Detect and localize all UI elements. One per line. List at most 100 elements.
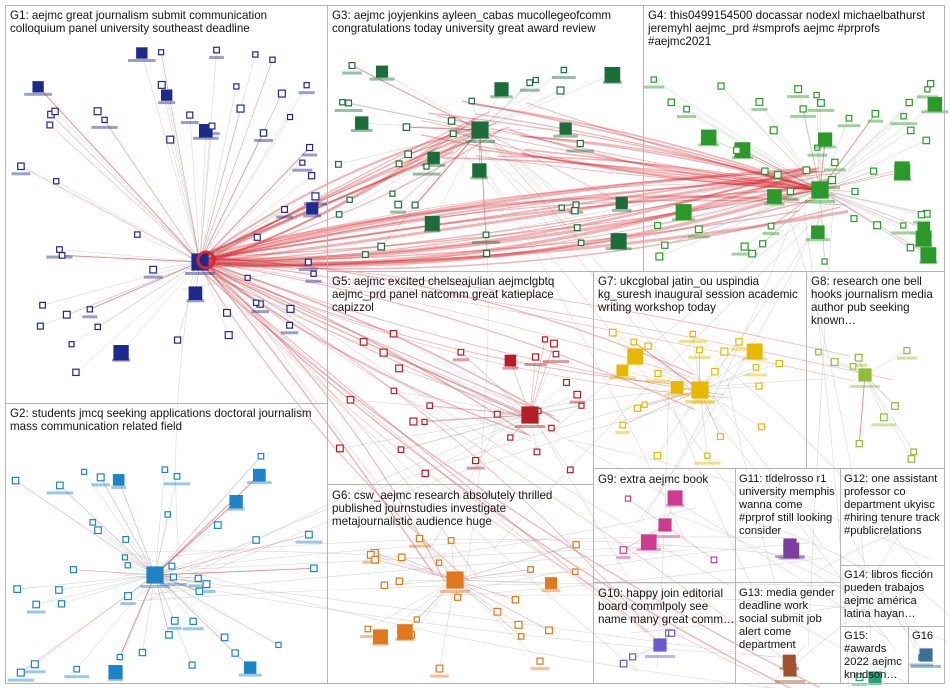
group-node bbox=[906, 126, 915, 135]
group-node bbox=[373, 629, 388, 645]
group-node bbox=[610, 233, 627, 250]
group-edge bbox=[83, 471, 156, 576]
node-label bbox=[913, 220, 930, 224]
group-edge bbox=[73, 569, 156, 576]
group-node bbox=[573, 224, 581, 232]
group-node bbox=[545, 577, 558, 590]
inter-group-edge bbox=[526, 102, 821, 191]
node-label bbox=[694, 461, 721, 465]
group-node bbox=[903, 347, 911, 355]
node-label bbox=[421, 163, 446, 167]
node-label bbox=[677, 115, 697, 119]
group-node bbox=[845, 114, 853, 122]
group-node bbox=[566, 466, 574, 474]
group-edge bbox=[199, 86, 237, 263]
group-node bbox=[415, 534, 424, 543]
group-node bbox=[307, 172, 316, 180]
group-node bbox=[311, 192, 320, 201]
group-node bbox=[577, 239, 585, 247]
hub-node bbox=[446, 571, 464, 589]
inter-group-edge bbox=[204, 199, 847, 262]
group-node bbox=[850, 215, 858, 223]
group-panel-g7 bbox=[593, 271, 807, 469]
group-node bbox=[572, 541, 580, 549]
group-node bbox=[767, 222, 775, 230]
inter-group-edge bbox=[200, 126, 465, 259]
group-node bbox=[51, 107, 59, 116]
group-node bbox=[640, 534, 657, 550]
group-node bbox=[169, 573, 178, 581]
group-node bbox=[716, 433, 724, 441]
group-node bbox=[655, 252, 664, 261]
group-node bbox=[149, 265, 158, 274]
inter-group-edge bbox=[202, 180, 835, 268]
group-node bbox=[339, 99, 346, 106]
node-label bbox=[787, 95, 810, 99]
node-label bbox=[530, 667, 550, 671]
group-panel-g12 bbox=[840, 468, 945, 566]
group-edge bbox=[819, 102, 910, 191]
node-label bbox=[893, 174, 911, 178]
hub-node-label bbox=[515, 425, 545, 428]
node-label bbox=[452, 358, 469, 362]
group-node bbox=[427, 151, 440, 165]
inter-group-edge bbox=[204, 264, 668, 648]
node-label bbox=[744, 373, 768, 377]
node-label bbox=[665, 503, 685, 507]
group-node bbox=[689, 330, 697, 338]
group-node bbox=[161, 466, 169, 474]
node-label bbox=[807, 153, 827, 157]
group-node bbox=[549, 339, 558, 348]
inter-group-edge bbox=[204, 256, 854, 382]
group-edge bbox=[439, 579, 456, 669]
group-node bbox=[424, 215, 440, 231]
group-node bbox=[654, 221, 662, 229]
group-edge bbox=[699, 385, 760, 391]
group-node bbox=[879, 413, 888, 422]
group-node bbox=[121, 554, 129, 561]
node-label bbox=[24, 92, 52, 96]
node-label bbox=[334, 108, 363, 112]
hub-node-label bbox=[685, 400, 715, 403]
node-label bbox=[541, 589, 561, 593]
hub-node bbox=[783, 538, 797, 552]
group-node bbox=[73, 665, 81, 673]
group-edge bbox=[199, 147, 310, 263]
inter-group-edge bbox=[201, 180, 792, 264]
group-edge bbox=[864, 374, 885, 418]
main-hub-ring bbox=[196, 250, 216, 270]
group-node bbox=[101, 116, 108, 124]
node-label bbox=[850, 363, 868, 367]
group-node bbox=[158, 49, 165, 56]
group-edge bbox=[659, 189, 821, 257]
group-node bbox=[336, 444, 344, 453]
node-label bbox=[292, 168, 313, 172]
node-label bbox=[82, 315, 98, 319]
group-node bbox=[891, 402, 899, 410]
group-node bbox=[252, 468, 266, 482]
group-node bbox=[831, 158, 839, 167]
group-edge bbox=[479, 129, 562, 208]
group-edge bbox=[479, 129, 619, 242]
group-node bbox=[454, 593, 462, 601]
hub-node bbox=[471, 121, 489, 139]
group-edge bbox=[819, 189, 911, 249]
group-edge bbox=[142, 574, 156, 653]
group-node bbox=[380, 581, 389, 590]
group-node bbox=[855, 673, 864, 682]
group-node bbox=[641, 401, 648, 408]
group-edge bbox=[59, 485, 156, 576]
group-edge bbox=[699, 351, 755, 391]
group-node bbox=[653, 451, 662, 460]
group-node bbox=[375, 65, 389, 78]
group-node bbox=[359, 337, 368, 346]
group-node bbox=[30, 660, 39, 669]
group-node bbox=[164, 511, 171, 518]
group-node bbox=[624, 495, 632, 502]
hub-node-label bbox=[775, 680, 805, 683]
group-node bbox=[720, 347, 729, 356]
group-edge bbox=[647, 345, 701, 391]
group-node bbox=[371, 555, 379, 564]
node-label bbox=[111, 358, 131, 362]
group-edge bbox=[76, 574, 156, 670]
